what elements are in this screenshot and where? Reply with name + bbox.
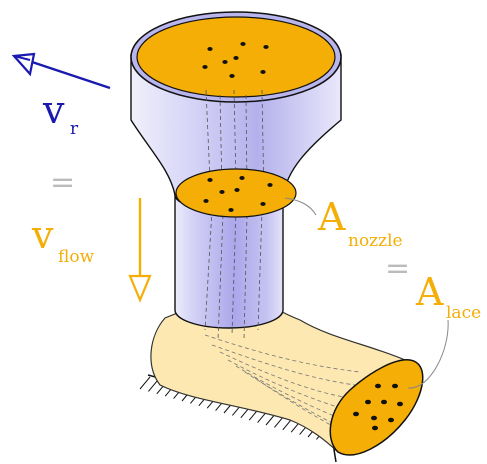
fiber-dot [203,199,209,203]
fiber-dot [353,411,359,417]
vflow-subscript: flow [58,247,95,267]
fiber-dot [222,60,228,64]
equals-left: = [50,165,75,200]
lace-cross-section [329,359,424,456]
alace-label: A [415,270,444,314]
fiber-dot [263,45,269,49]
fiber-dot [228,208,234,212]
fiber-dot [229,74,235,78]
top-rim [130,11,342,103]
vr-label: v [42,88,65,132]
fiber-dot [202,65,208,69]
hatch-line [139,376,151,390]
vflow-label: v [31,213,54,257]
nozzle-leader-line [284,197,317,216]
fiber-dot [371,415,377,421]
lower-tube [174,194,284,329]
fiber-dot [239,176,245,180]
vr-subscript: r [70,119,79,139]
fiber-dot [234,188,240,192]
anozzle-label: A [317,195,346,239]
fiber-dot [207,178,213,182]
fiber-dot [267,183,273,187]
equals-right: = [385,251,410,286]
fiber-dot [233,56,239,60]
fiber-dot [381,399,387,405]
fiber-dot [260,70,266,74]
arrow-upleft-icon [11,52,111,90]
anozzle-subscript: nozzle [348,231,403,251]
fiber-dot [372,425,378,431]
fiber-dot [392,383,398,389]
fiber-dot [365,399,371,405]
arrow-down-icon [128,198,152,303]
hatch-line [148,379,159,392]
alace-subscript: lace [446,303,481,323]
lace-leader-line [407,319,449,389]
fiber-dot [375,383,381,389]
fiber-dot [397,401,403,407]
nozzle-cross-section [175,168,297,218]
fiber-dot [260,202,266,206]
fiber-dot [207,47,213,51]
fiber-dot [219,190,225,194]
fiber-dot [240,42,246,46]
fiber-dot [388,417,394,423]
